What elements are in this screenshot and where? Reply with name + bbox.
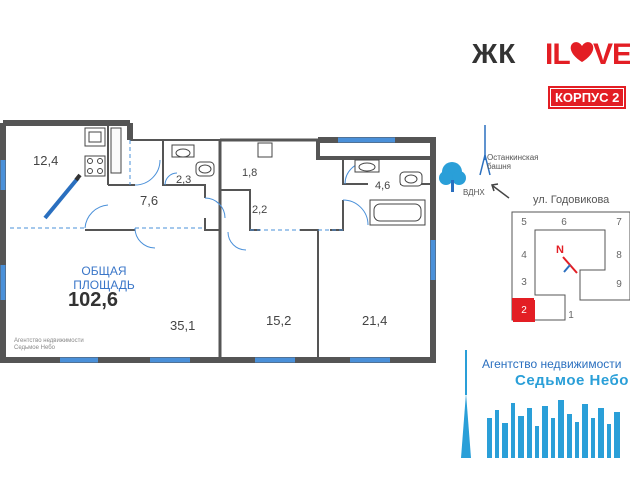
section-4: 4 [521, 250, 527, 261]
plan-watermark-line1: Агентство недвижимости [14, 338, 84, 344]
agency-tower-icon [461, 350, 471, 458]
section-6: 6 [561, 217, 567, 228]
total-area-value: 102,6 [68, 289, 119, 311]
pencil-icon [43, 173, 82, 220]
section-3: 3 [521, 277, 527, 288]
compass-icon [562, 256, 578, 274]
brand-prefix: ЖК [472, 38, 517, 69]
tree-icon [439, 162, 466, 192]
tower-label-line1: Останкинская [487, 153, 539, 162]
section-2-active: 2 [513, 300, 535, 322]
street-label: ул. Годовикова [533, 194, 610, 206]
metro-label: ВДНХ [463, 188, 485, 197]
total-area-caption: ОБЩАЯ ПЛОЩАДЬ [72, 264, 136, 292]
room-wardrobe-area: 1,8 [242, 167, 258, 179]
room-bedroom2-area: 21,4 [362, 313, 388, 328]
plan-watermark: Агентство недвижимости Седьмое Небо [14, 338, 84, 352]
brand-logo: IL VE [545, 36, 632, 78]
section-1: 1 [568, 310, 574, 321]
room-bath2-area: 4,6 [375, 180, 391, 192]
room-bath1-area: 2,3 [176, 174, 192, 186]
plan-watermark-line2: Седьмое Небо [14, 345, 56, 351]
room-corridor-area: 2,2 [252, 204, 268, 216]
tower-label-line2: башня [487, 162, 512, 171]
tower-icon [479, 125, 491, 176]
love-logo-icon: IL VE [545, 38, 632, 71]
svg-text:VE: VE [593, 38, 630, 70]
svg-text:IL: IL [545, 38, 570, 70]
room-bedroom1-area: 15,2 [266, 313, 292, 328]
section-8: 8 [616, 250, 622, 261]
arrow-icon [491, 183, 510, 199]
agency-skyline [461, 350, 620, 458]
total-area-caption-line1: ОБЩАЯ [81, 264, 127, 278]
section-9: 9 [616, 279, 622, 290]
agency-subname: Седьмое Небо [515, 372, 629, 389]
compass-north-label: N [556, 244, 564, 256]
room-living-area: 35,1 [170, 318, 196, 333]
section-7: 7 [616, 217, 622, 228]
building-badge: КОРПУС 2 [548, 86, 627, 109]
section-5: 5 [521, 217, 527, 228]
agency-name: Агентство недвижимости [482, 357, 622, 371]
room-kitchen-area: 12,4 [33, 153, 59, 168]
tower-label: Останкинская башня [487, 153, 539, 171]
room-hall-area: 7,6 [140, 193, 159, 208]
total-area-caption-line2: ПЛОЩАДЬ [73, 278, 135, 292]
